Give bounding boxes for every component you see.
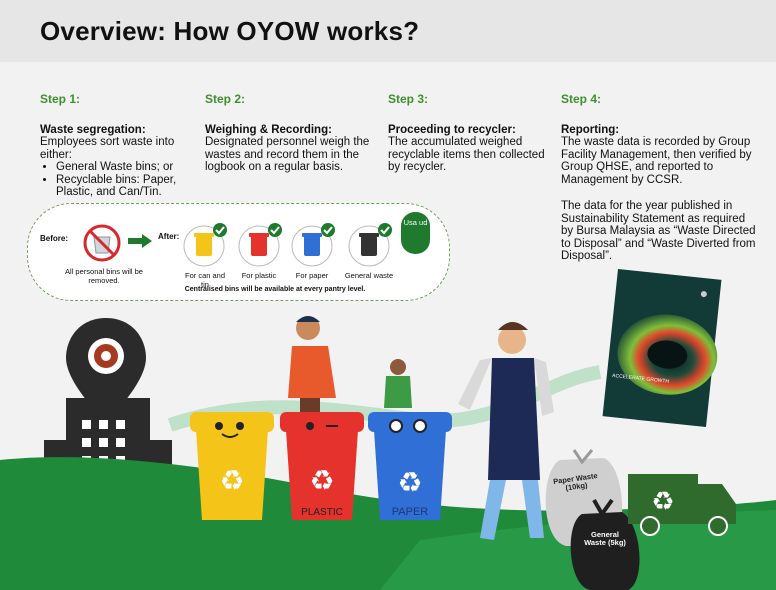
centralised-bins-row	[183, 223, 392, 267]
step-2-text: Designated personnel weigh the wastes an…	[205, 136, 370, 173]
no-bin-icon	[83, 224, 121, 262]
recycle-icon: ♻	[651, 487, 674, 517]
step-4: Step 4: Reporting: The waste data is rec…	[561, 93, 759, 263]
bin-caption-general: General waste	[344, 271, 394, 280]
person-red-shirt	[288, 316, 336, 412]
can-bin-icon	[183, 223, 227, 267]
step-4-text: The waste data is recorded by Group Faci…	[561, 136, 752, 186]
general-waste-label: General Waste (5kg)	[584, 530, 626, 547]
arrow-right-icon	[128, 234, 152, 248]
plastic-bin-label: PLASTIC	[301, 507, 343, 518]
page-title: Overview: How OYOW works?	[40, 16, 420, 46]
report-cover	[602, 268, 722, 428]
step-4-heading: Reporting:	[561, 123, 620, 136]
step-3: Step 3: Proceeding to recycler: The accu…	[388, 93, 546, 174]
step-2-label: Step 2:	[205, 92, 246, 106]
bin-caption-paper: For paper	[295, 271, 329, 280]
step-1-bullets: General Waste bins; or Recyclable bins: …	[40, 161, 190, 199]
step-1-text: Employees sort waste into either:	[40, 136, 175, 161]
step-2: Step 2: Weighing & Recording: Designated…	[205, 93, 370, 174]
paper-bin-icon	[291, 223, 335, 267]
bin-caption-plastic: For plastic	[241, 271, 277, 280]
paper-bin-label: PAPER	[392, 506, 429, 518]
bins-panel-footer: Centralised bins will be available at ev…	[184, 286, 366, 293]
list-item: General Waste bins; or	[56, 161, 190, 174]
step-1-label: Step 1:	[40, 92, 81, 106]
removed-note: All personal bins will be removed.	[65, 267, 143, 285]
step-4-text-2: The data for the year published in Susta…	[561, 200, 756, 262]
recycle-icon: ♻	[397, 466, 422, 499]
recycle-icon: ♻	[309, 464, 334, 497]
bin-caption-can: For can and tin	[184, 271, 226, 289]
recycling-illustration: ♻ ♻ PLASTIC ♻ PAPER	[0, 316, 776, 590]
general-bin-icon	[348, 223, 392, 267]
step-4-label: Step 4:	[561, 92, 602, 106]
red-bin: ♻	[280, 412, 364, 520]
blue-bin: ♻	[368, 412, 452, 520]
title-bar	[0, 0, 776, 62]
step-3-text: The accumulated weighed recyclable items…	[388, 136, 545, 173]
after-label: After:	[158, 232, 180, 241]
plastic-bin-icon	[238, 223, 282, 267]
recycling-truck-icon: ♻	[628, 474, 736, 536]
step-3-label: Step 3:	[388, 92, 429, 106]
speech-bubble: Usa ud	[401, 212, 430, 254]
step-2-heading: Weighing & Recording:	[205, 123, 332, 136]
worker-figure	[458, 322, 554, 540]
before-label: Before:	[40, 234, 69, 243]
step-3-heading: Proceeding to recycler:	[388, 123, 516, 136]
step-1: Step 1: Waste segregation: Employees sor…	[40, 93, 190, 199]
step-1-heading: Waste segregation:	[40, 123, 146, 136]
list-item: Recyclable bins: Paper, Plastic, and Can…	[56, 174, 190, 199]
general-waste-bag	[570, 498, 640, 590]
child-figure	[384, 359, 412, 408]
yellow-bin: ♻	[190, 412, 274, 520]
recycle-icon: ♻	[219, 464, 244, 497]
location-pin-icon	[66, 318, 146, 422]
